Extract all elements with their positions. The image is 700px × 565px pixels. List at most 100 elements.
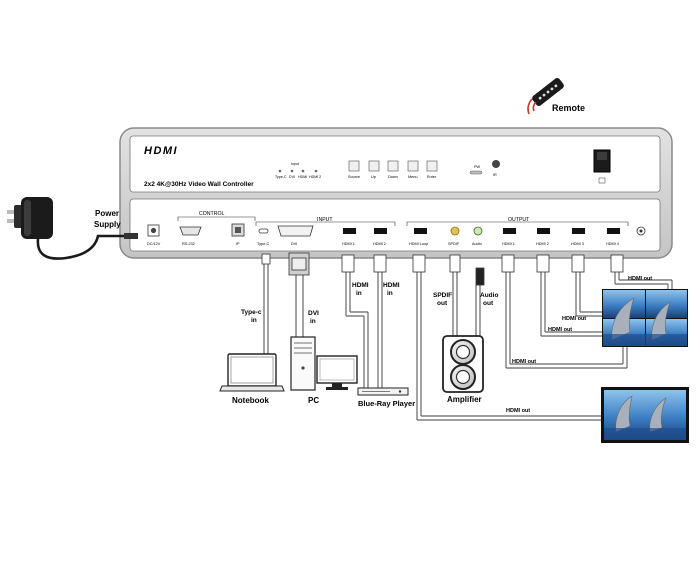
model-title: 2x2 4K@30Hz Video Wall Controller	[144, 181, 254, 188]
hdmi-plug	[610, 254, 624, 273]
input-indicator-title: Input	[291, 162, 299, 166]
port-label: Audio	[472, 242, 482, 246]
hdmi-plug	[571, 254, 585, 273]
power-supply-label: Supply	[94, 220, 121, 229]
audio-plug	[475, 267, 485, 286]
cable-label: DVI	[308, 310, 319, 317]
port-label: DC/12V	[147, 242, 161, 246]
cable-connectors	[261, 252, 624, 286]
cable-label: HDMI out	[512, 359, 536, 365]
button-label: Source	[348, 175, 360, 179]
amplifier-label: Amplifier	[447, 395, 482, 404]
indicator-led	[301, 169, 305, 173]
cable-label: in	[356, 290, 362, 297]
power-led	[469, 170, 483, 175]
ir-label: IR	[493, 173, 497, 177]
bluray-player-icon	[357, 387, 409, 396]
typec-port[interactable]	[258, 228, 269, 234]
hdmi-out-2-port[interactable]	[537, 228, 550, 234]
port-label: HDMI 1	[342, 242, 355, 246]
hdmi-out-1-port[interactable]	[503, 228, 516, 234]
power-cable	[36, 234, 132, 260]
hdmi-plug	[412, 254, 426, 273]
cable-label: HDMI out	[628, 276, 652, 282]
notebook-icon	[219, 353, 285, 392]
button-label: Menu	[408, 175, 418, 179]
indicator-led	[314, 169, 318, 173]
hdmi-loop-port[interactable]	[414, 228, 427, 234]
cable-label: HDMI out	[562, 316, 586, 322]
cable-label: HDMI	[352, 282, 369, 289]
cable-label: out	[483, 300, 494, 307]
up-button[interactable]	[368, 160, 380, 172]
spdif-port[interactable]	[450, 226, 460, 236]
menu-button[interactable]	[407, 160, 419, 172]
down-button[interactable]	[387, 160, 399, 172]
video-wall-controller	[119, 127, 673, 259]
port-label: HDMI Loop	[409, 242, 428, 246]
button-label: Down	[388, 175, 398, 179]
indicator-label: HDMI 2	[309, 175, 321, 179]
port-label: HDMI 1	[502, 242, 515, 246]
cables	[263, 256, 673, 421]
rear-ports	[147, 223, 646, 237]
port-label: HDMI 2	[536, 242, 549, 246]
hdmi-plug	[341, 254, 355, 273]
indicator-label: DVI	[289, 175, 295, 179]
pc-label: PC	[308, 396, 319, 405]
dc-plug	[124, 233, 138, 239]
ground-terminal-center	[639, 229, 643, 233]
ip-port-socket	[235, 227, 241, 233]
rs232-port[interactable]	[179, 226, 202, 236]
dvi-plug-screw	[291, 257, 307, 271]
hdmi-in-2-port[interactable]	[374, 228, 387, 234]
power-switch-rocker	[597, 152, 607, 160]
hdmi-in-1-port[interactable]	[343, 228, 356, 234]
hdmi-plug	[536, 254, 550, 273]
cable-label: HDMI out	[506, 408, 530, 414]
power-adapter-icon	[7, 197, 53, 239]
video-wall	[602, 289, 688, 347]
front-buttons	[348, 160, 438, 172]
dc-port-pin	[150, 227, 157, 234]
cable-label: out	[437, 300, 448, 307]
audio-port[interactable]	[473, 226, 483, 236]
port-label: DVI	[291, 242, 297, 246]
notebook-label: Notebook	[232, 396, 269, 405]
typec-plug	[261, 253, 271, 265]
remote-control-icon	[527, 78, 564, 115]
cable-label: in	[310, 318, 316, 325]
input-section-label: INPUT	[317, 217, 333, 223]
single-display	[601, 387, 689, 443]
port-label: HDMI 2	[373, 242, 386, 246]
cable-label: SPDIF	[433, 292, 452, 299]
hdmi-out-4-port[interactable]	[607, 228, 620, 234]
indicator-led	[290, 169, 294, 173]
enter-button[interactable]	[426, 160, 438, 172]
port-label: RS-232	[182, 242, 195, 246]
remote-label: Remote	[552, 103, 585, 113]
button-label: Enter	[427, 175, 437, 179]
hdmi-plug	[373, 254, 387, 273]
cable-label: Audio	[480, 292, 498, 299]
indicator-label: HDMI	[298, 175, 307, 179]
hdmi-out-3-port[interactable]	[572, 228, 585, 234]
port-label: HDMI 4	[606, 242, 619, 246]
cable-label: HDMI out	[548, 327, 572, 333]
ir-sensor	[492, 160, 500, 168]
cable-label: in	[387, 290, 393, 297]
source-button[interactable]	[348, 160, 360, 172]
control-section-label: CONTROL	[199, 211, 224, 217]
pc-icon	[290, 336, 358, 391]
indicator-label: Type-C	[275, 175, 287, 179]
port-label: IP	[236, 242, 240, 246]
indicator-led	[278, 169, 282, 173]
port-label: Type-C	[257, 242, 269, 246]
amplifier-speaker-icon	[442, 335, 484, 393]
dvi-port[interactable]	[277, 225, 314, 237]
port-label: SPDIF	[448, 242, 460, 246]
port-label: HDMI 3	[571, 242, 584, 246]
power-supply-label: Power	[95, 209, 119, 218]
power-switch-indicator	[598, 177, 606, 184]
